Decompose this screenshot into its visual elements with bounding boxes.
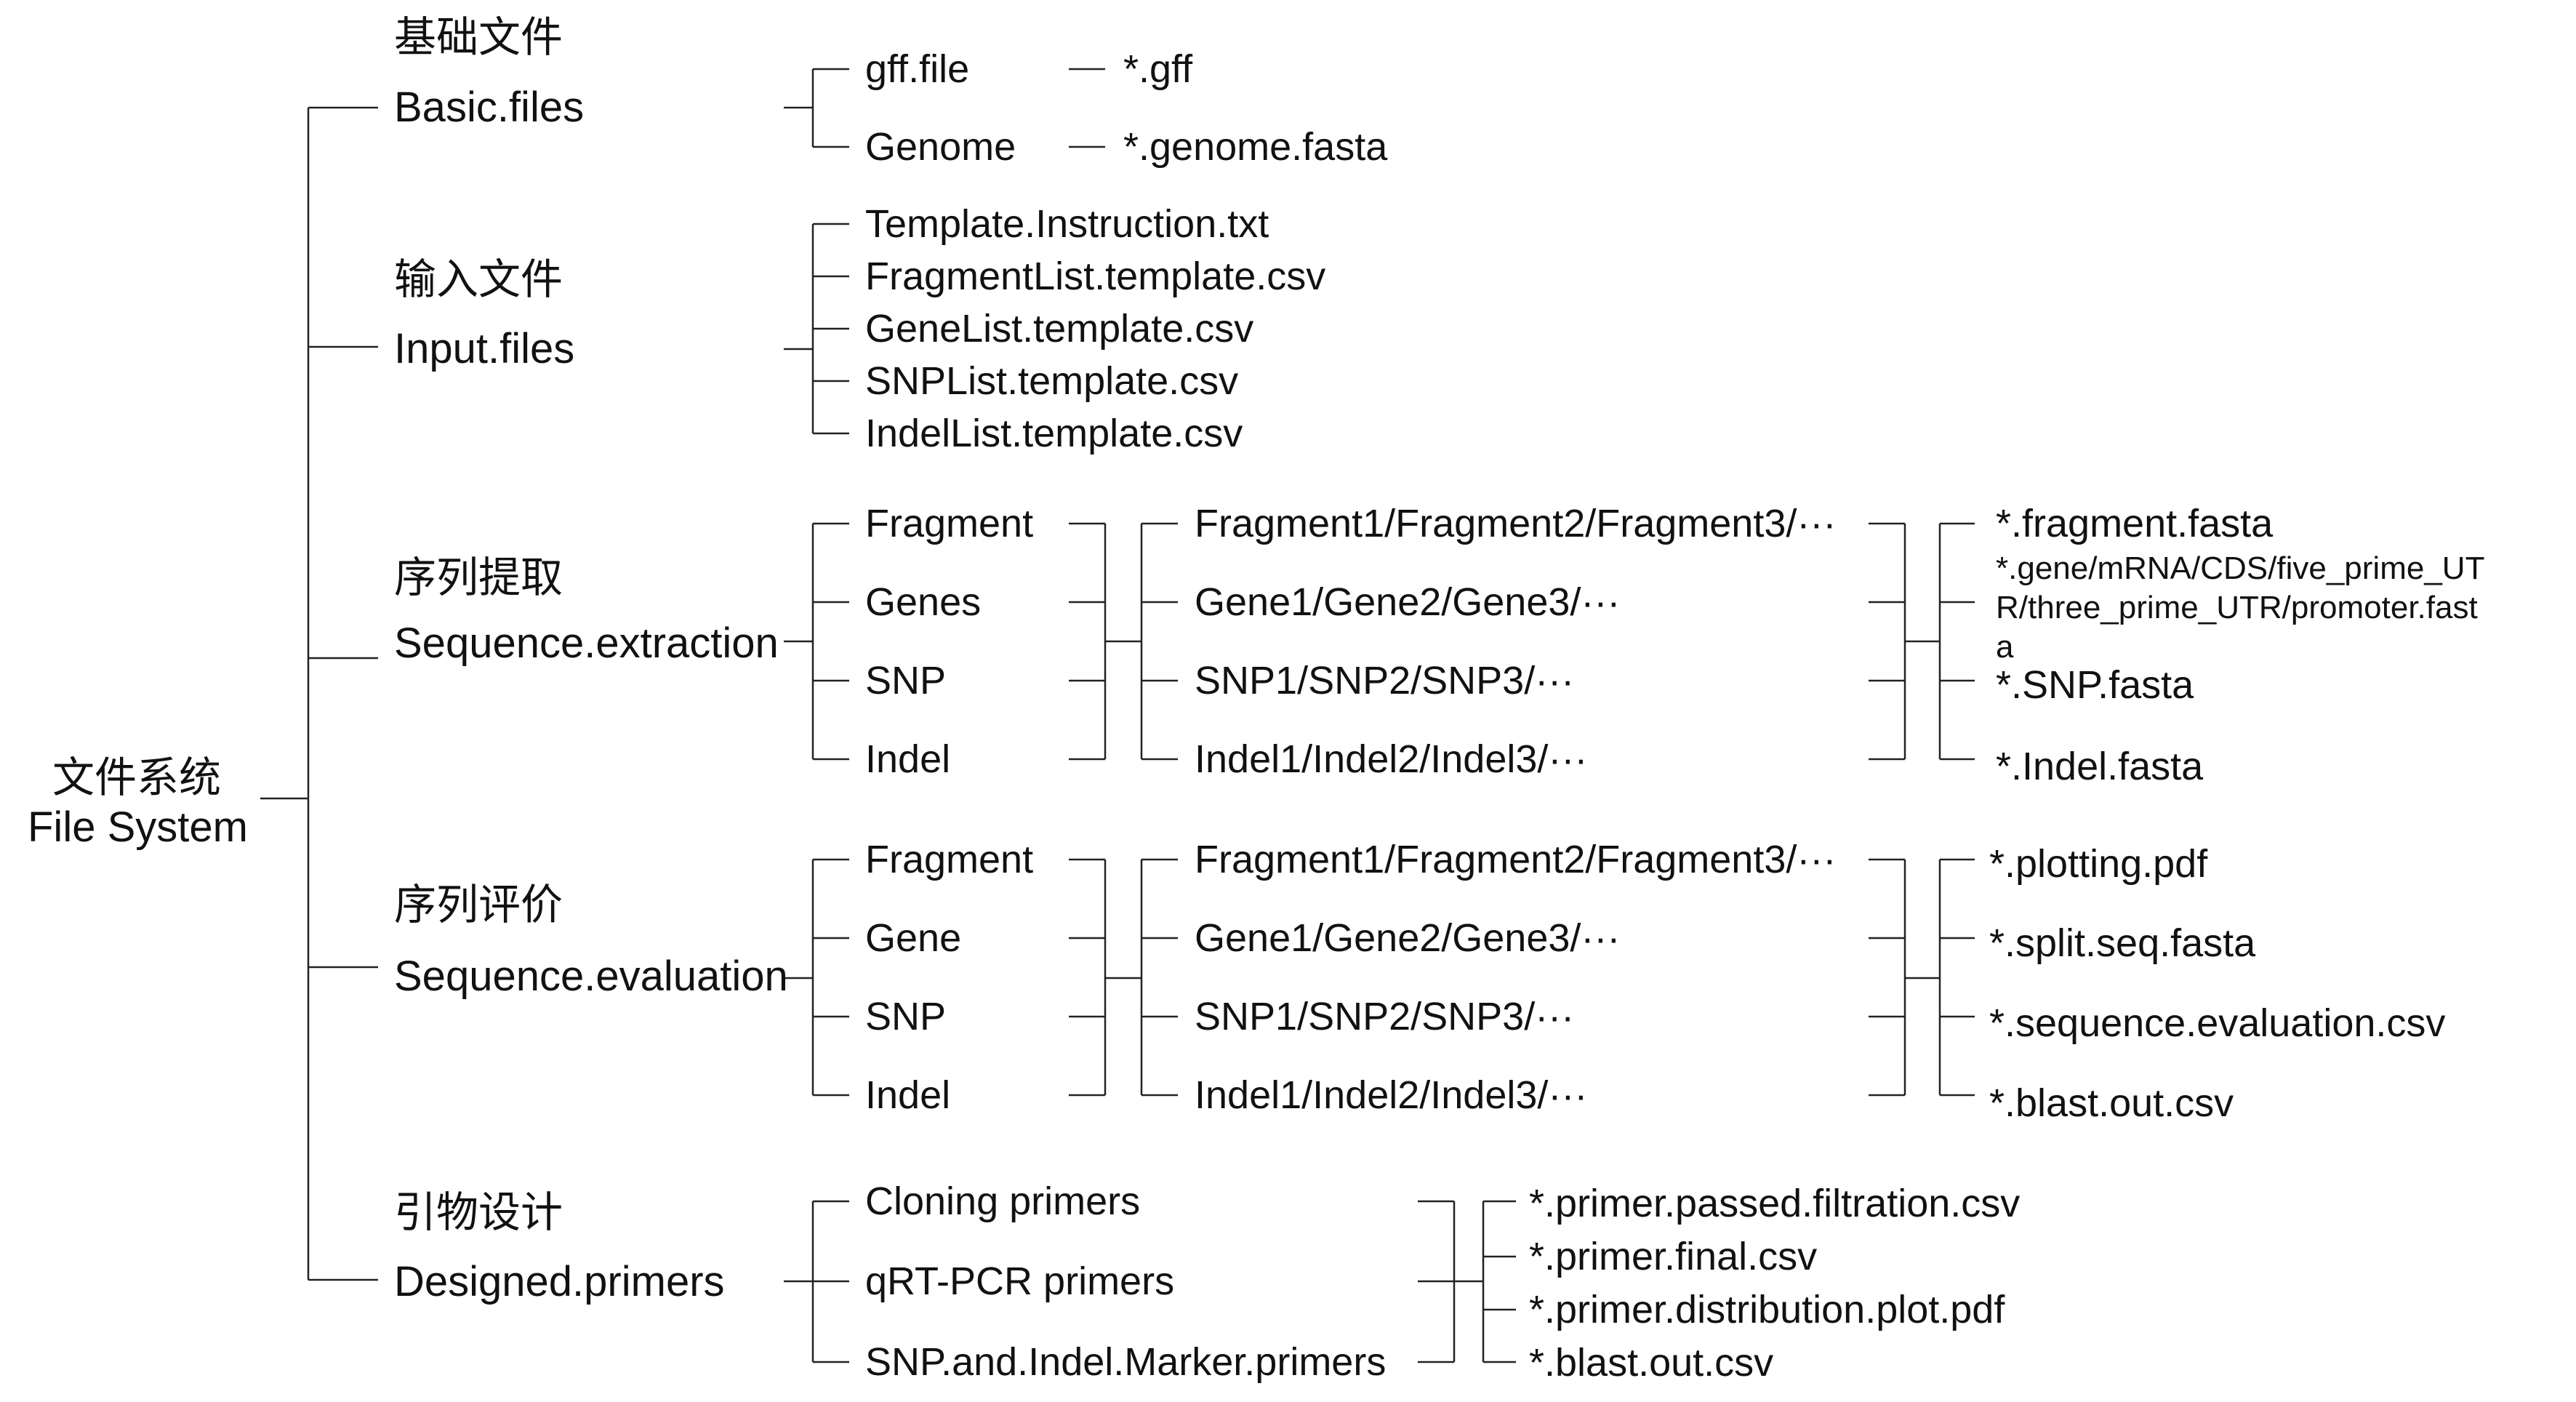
designed-primers-output: *.primer.final.csv [1529, 1235, 1818, 1278]
sequence-evaluation-output: *.plotting.pdf [1989, 842, 2208, 886]
sequence-extraction-label-en: Sequence.extraction [394, 620, 779, 667]
designed-primers-output: *.primer.passed.filtration.csv [1529, 1182, 2021, 1225]
sequence-evaluation-child: Indel [865, 1073, 951, 1117]
sequence-evaluation-child: SNP [865, 995, 947, 1038]
sequence-extraction-label-zh: 序列提取 [394, 554, 563, 601]
sequence-extraction-child: Fragment [865, 502, 1034, 545]
sequence-extraction-subfolder: Gene1/Gene2/Gene3/··· [1195, 580, 1621, 624]
designed-primers-child: SNP.and.Indel.Marker.primers [865, 1340, 1387, 1384]
sequence-evaluation-label-zh: 序列评价 [394, 881, 563, 929]
sequence-evaluation-output: *.blast.out.csv [1989, 1081, 2234, 1125]
basic-files-output: *.gff [1123, 47, 1193, 91]
sequence-extraction-output: *.Indel.fasta [1996, 745, 2204, 788]
input-files-child: IndelList.template.csv [865, 412, 1243, 455]
sequence-evaluation-child: Fragment [865, 838, 1034, 881]
sequence-evaluation-subfolder: Indel1/Indel2/Indel3/··· [1195, 1073, 1588, 1117]
input-files-label-zh: 输入文件 [394, 256, 563, 303]
sequence-evaluation-subfolder: Fragment1/Fragment2/Fragment3/··· [1195, 838, 1837, 881]
sequence-evaluation-label-en: Sequence.evaluation [394, 953, 788, 1000]
sequence-evaluation-output: *.sequence.evaluation.csv [1989, 1001, 2446, 1045]
sequence-evaluation-output: *.split.seq.fasta [1989, 921, 2256, 965]
input-files-child: SNPList.template.csv [865, 359, 1239, 403]
sequence-extraction-subfolder: Indel1/Indel2/Indel3/··· [1195, 737, 1588, 781]
basic-files-child: gff.file [865, 47, 970, 91]
designed-primers-label-en: Designed.primers [394, 1258, 725, 1305]
input-files-child: FragmentList.template.csv [865, 255, 1326, 298]
sequence-evaluation-child: Gene [865, 916, 962, 960]
root-label-en: File System [28, 804, 248, 851]
input-files-label-en: Input.files [394, 325, 575, 372]
sequence-extraction-child: Indel [865, 737, 951, 781]
sequence-extraction-output: *.SNP.fasta [1996, 663, 2194, 707]
designed-primers-child: Cloning primers [865, 1179, 1141, 1223]
sequence-extraction-output: *.gene/mRNA/CDS/five_prime_UTR/three_pri… [1996, 550, 2485, 665]
sequence-extraction-output: *.fragment.fasta [1996, 502, 2274, 545]
sequence-extraction-subfolder: SNP1/SNP2/SNP3/··· [1195, 659, 1575, 702]
sequence-evaluation-subfolder: SNP1/SNP2/SNP3/··· [1195, 995, 1575, 1038]
basic-files-label-zh: 基础文件 [394, 14, 563, 61]
input-files-child: Template.Instruction.txt [865, 202, 1269, 246]
basic-files-child: Genome [865, 125, 1016, 169]
sequence-evaluation-subfolder: Gene1/Gene2/Gene3/··· [1195, 916, 1621, 960]
basic-files-label-en: Basic.files [394, 84, 585, 131]
sequence-extraction-subfolder: Fragment1/Fragment2/Fragment3/··· [1195, 502, 1837, 545]
basic-files-output: *.genome.fasta [1123, 125, 1388, 169]
designed-primers-output: *.primer.distribution.plot.pdf [1529, 1288, 2005, 1331]
designed-primers-child: qRT-PCR primers [865, 1259, 1175, 1303]
sequence-extraction-child: SNP [865, 659, 947, 702]
root-label-zh: 文件系统 [52, 754, 222, 801]
designed-primers-label-zh: 引物设计 [394, 1189, 563, 1236]
sequence-extraction-child: Genes [865, 580, 982, 624]
input-files-child: GeneList.template.csv [865, 307, 1254, 350]
designed-primers-output: *.blast.out.csv [1529, 1341, 1774, 1385]
